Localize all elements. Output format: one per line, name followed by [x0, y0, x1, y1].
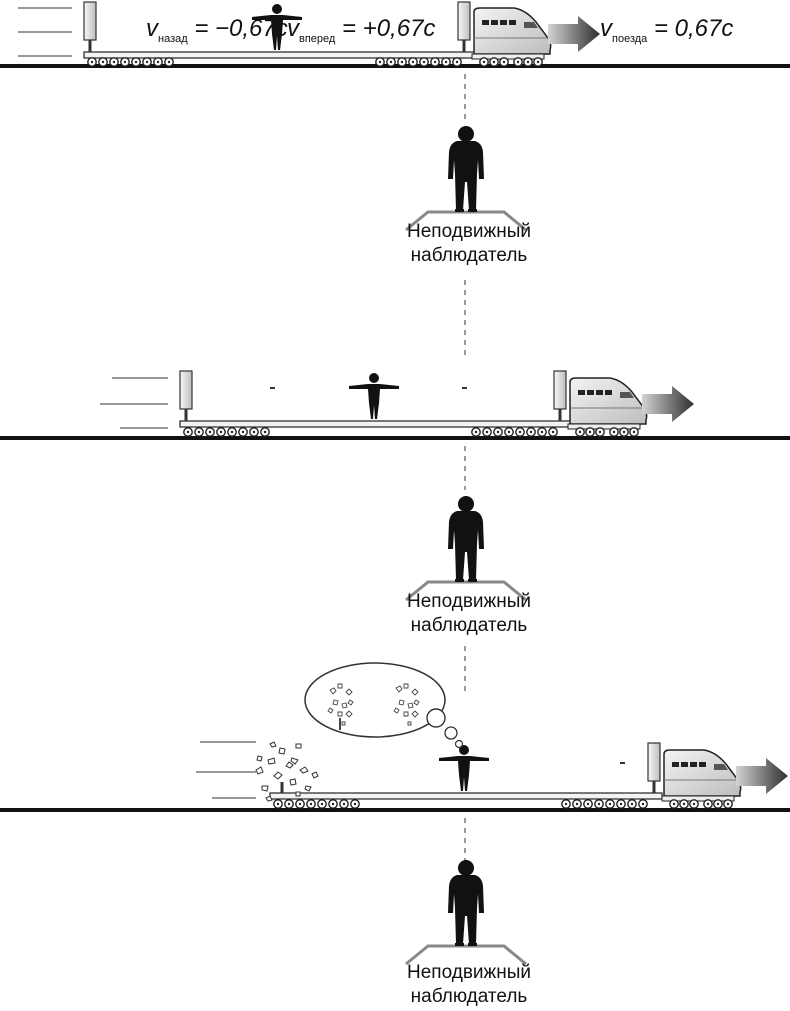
motion-arrow-icon [642, 386, 694, 422]
v-backward-label: vназад = −0,67c [146, 15, 288, 45]
v-train-label: vпоезда = 0,67c [600, 15, 733, 45]
flatcar [269, 792, 663, 809]
observer-icon [448, 860, 484, 946]
flatcar [179, 420, 573, 437]
locomotive [662, 750, 741, 808]
v-forward-label: vвперед = +0,67c [287, 15, 435, 45]
locomotive [568, 378, 647, 436]
observer-label-line2: наблюдатель [411, 986, 528, 1007]
mirror-right [456, 0, 472, 54]
thought-bubble-icon [304, 662, 464, 749]
panel-1: vназад = −0,67c vвперед = +0,67c vпоезда… [0, 0, 790, 356]
rail [0, 808, 790, 812]
panel-3: Неподвижный наблюдатель [0, 662, 790, 1007]
rail [0, 436, 790, 440]
observer-icon [448, 126, 484, 212]
observer-label-line1: Неподвижный [407, 962, 531, 983]
light-pulse-right [462, 387, 467, 389]
mirror-right [646, 741, 662, 795]
observer-label-line2: наблюдатель [411, 615, 528, 636]
debris-burst-icon [255, 741, 319, 802]
observer-icon [448, 496, 484, 582]
motion-arrow-icon [548, 16, 600, 52]
mirror-left [82, 0, 98, 54]
passenger-icon [349, 373, 399, 419]
motion-arrow-icon [736, 758, 788, 794]
rail [0, 64, 790, 68]
locomotive [472, 8, 551, 66]
panel-2: Неподвижный наблюдатель [0, 369, 790, 692]
mirror-right [552, 369, 568, 423]
mirror-left [178, 369, 194, 423]
passenger-icon [439, 745, 489, 791]
speed-lines [100, 377, 168, 429]
observer-label-line1: Неподвижный [407, 591, 531, 612]
speed-lines [196, 741, 256, 799]
speed-lines [18, 7, 72, 57]
light-pulse-left [270, 387, 275, 389]
light-pulse-right [620, 762, 625, 764]
observer-label-line2: наблюдатель [411, 245, 528, 266]
observer-label-line1: Неподвижный [407, 221, 531, 242]
